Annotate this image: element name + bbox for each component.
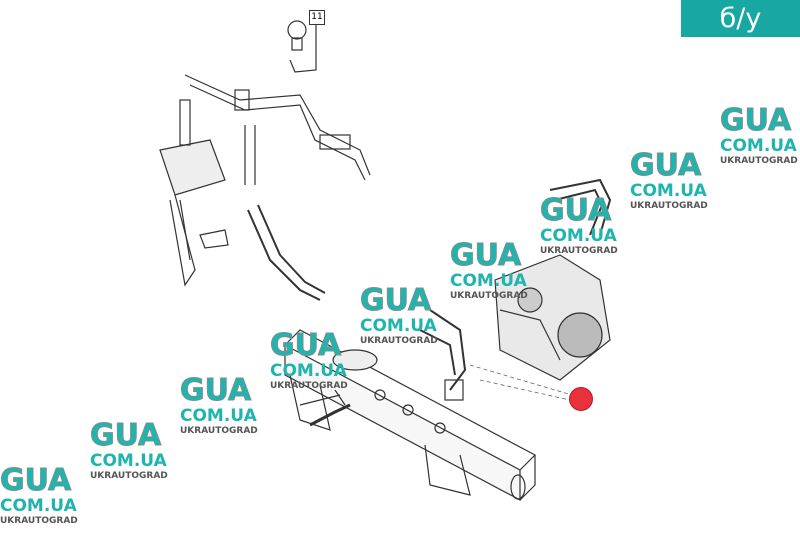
leader-line (469, 364, 573, 401)
part-callout-label: 11 (309, 10, 325, 25)
high-pressure-pump (494, 254, 611, 381)
used-condition-badge: б/у (681, 0, 800, 37)
injector (159, 99, 229, 287)
red-marker-dot (569, 387, 593, 411)
pressure-sensor-harness (419, 309, 467, 401)
bolt (287, 20, 351, 427)
fuel-rail (284, 329, 536, 501)
return-line (184, 74, 612, 301)
